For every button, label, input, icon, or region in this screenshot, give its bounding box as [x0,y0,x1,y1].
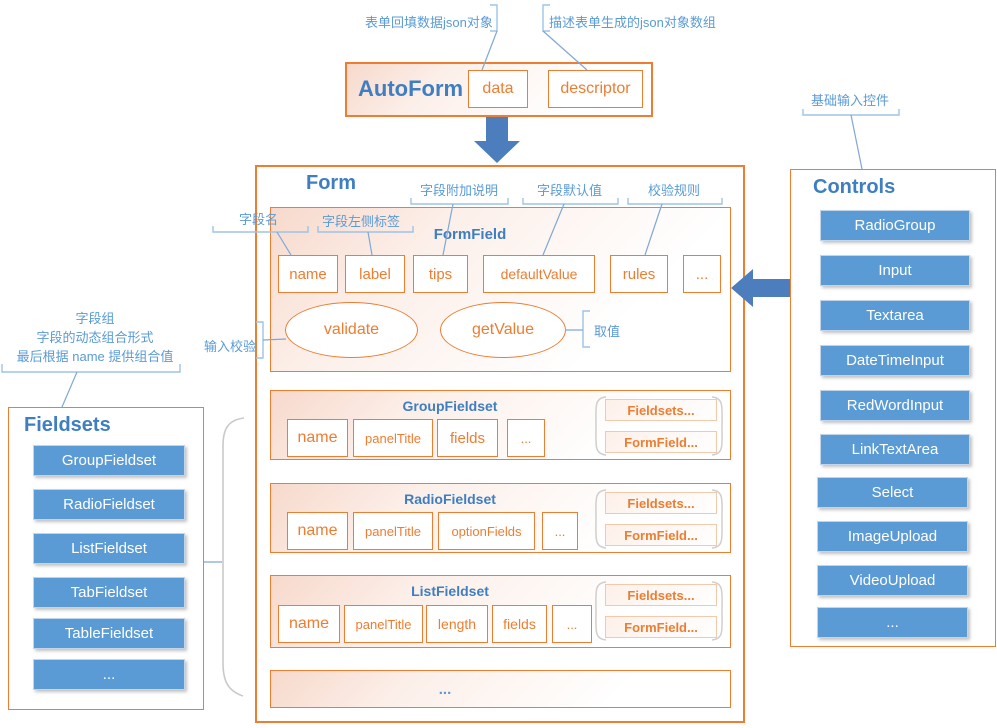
autoform-descriptor-prop: descriptor [548,70,643,108]
control-item-redwordinput: RedWordInput [820,390,970,421]
note-controls: 基础输入控件 [811,93,890,108]
note-field-name: 字段名 [239,212,279,227]
formfield-field-label: label [345,255,405,293]
radiofieldset-field-name: name [287,512,348,550]
note-field-tips: 字段附加说明 [420,183,499,198]
formfield-field-more: ... [683,255,721,293]
note-field-label: 字段左侧标签 [322,214,401,229]
arrow-autoform-to-form [474,117,520,163]
groupfieldset-title: GroupFieldset [402,398,498,414]
fieldset-item-radiofieldset: RadioFieldset [33,489,185,520]
note-field-default: 字段默认值 [537,183,603,198]
listfieldset-field-paneltitle: panelTitle [344,605,423,643]
note-fieldsets-line2: 字段的动态组合形式 [36,330,154,345]
listfieldset-field-more: ... [552,605,592,643]
listfieldset-title: ListFieldset [411,583,489,599]
note-data: 表单回填数据json对象 [365,15,493,30]
control-item-input: Input [820,255,970,286]
listfieldset-child-formfield: FormField... [605,616,717,638]
control-item-more: ... [817,607,968,638]
groupfieldset-field-paneltitle: panelTitle [353,419,433,457]
note-getvalue: 取值 [594,324,621,339]
control-item-videoupload: VideoUpload [817,565,968,596]
radiofieldset-child-fieldsets: Fieldsets... [605,492,717,514]
note-field-rules: 校验规则 [648,183,701,198]
groupfieldset-field-fields: fields [437,419,498,457]
formfield-field-defaultvalue: defaultValue [483,255,595,293]
groupfieldset-child-fieldsets: Fieldsets... [605,399,717,421]
note-fieldsets-line3: 最后根据 name 提供组合值 [16,349,174,364]
radiofieldset-child-formfield: FormField... [605,524,717,546]
more-fieldsets-box [270,670,731,708]
groupfieldset-child-formfield: FormField... [605,431,717,453]
listfieldset-field-name: name [278,605,340,643]
listfieldset-field-fields: fields [492,605,547,643]
formfield-field-rules: rules [610,255,668,293]
fieldset-item-listfieldset: ListFieldset [33,533,185,564]
listfieldset-child-fieldsets: Fieldsets... [605,584,717,606]
control-item-datetimeinput: DateTimeInput [820,345,970,376]
more-fieldsets-ellipsis: ... [438,680,452,698]
fieldset-item-more: ... [33,659,185,690]
control-item-radiogroup: RadioGroup [820,210,970,241]
formfield-getvalue-method: getValue [440,302,566,358]
connector-controls [850,114,863,170]
note-fieldsets-line1: 字段组 [75,311,115,326]
control-item-linktextarea: LinkTextArea [820,434,970,465]
note-fieldsets: 字段组 字段的动态组合形式 最后根据 name 提供组合值 [0,309,190,366]
fieldsets-group-brace [222,417,245,697]
groupfieldset-field-name: name [287,419,348,457]
note-validate: 输入校验 [204,339,257,354]
controls-title: Controls [813,176,896,198]
formfield-validate-method: validate [285,302,418,358]
fieldset-item-groupfieldset: GroupFieldset [33,445,185,476]
control-item-imageupload: ImageUpload [817,521,968,552]
control-item-select: Select [817,477,968,508]
note-descriptor: 描述表单生成的json对象数组 [549,15,716,30]
fieldset-item-tabfieldset: TabFieldset [33,577,185,608]
formfield-field-name: name [278,255,338,293]
form-title: Form [306,172,356,194]
fieldsets-title: Fieldsets [24,414,111,436]
radiofieldset-field-more: ... [542,512,578,550]
listfieldset-field-length: length [426,605,488,643]
connector-fieldsets-note [61,371,78,408]
autoform-title: AutoForm [358,76,464,101]
radiofieldset-field-paneltitle: panelTitle [353,512,433,550]
bracket-controls-note [802,109,900,116]
control-item-textarea: Textarea [820,300,970,331]
groupfieldset-field-more: ... [507,419,545,457]
autoform-data-prop: data [468,70,528,108]
radiofieldset-field-optionfields: optionFields [438,512,535,550]
fieldset-item-tablefieldset: TableFieldset [33,618,185,649]
radiofieldset-title: RadioFieldset [404,491,496,507]
formfield-field-tips: tips [413,255,468,293]
